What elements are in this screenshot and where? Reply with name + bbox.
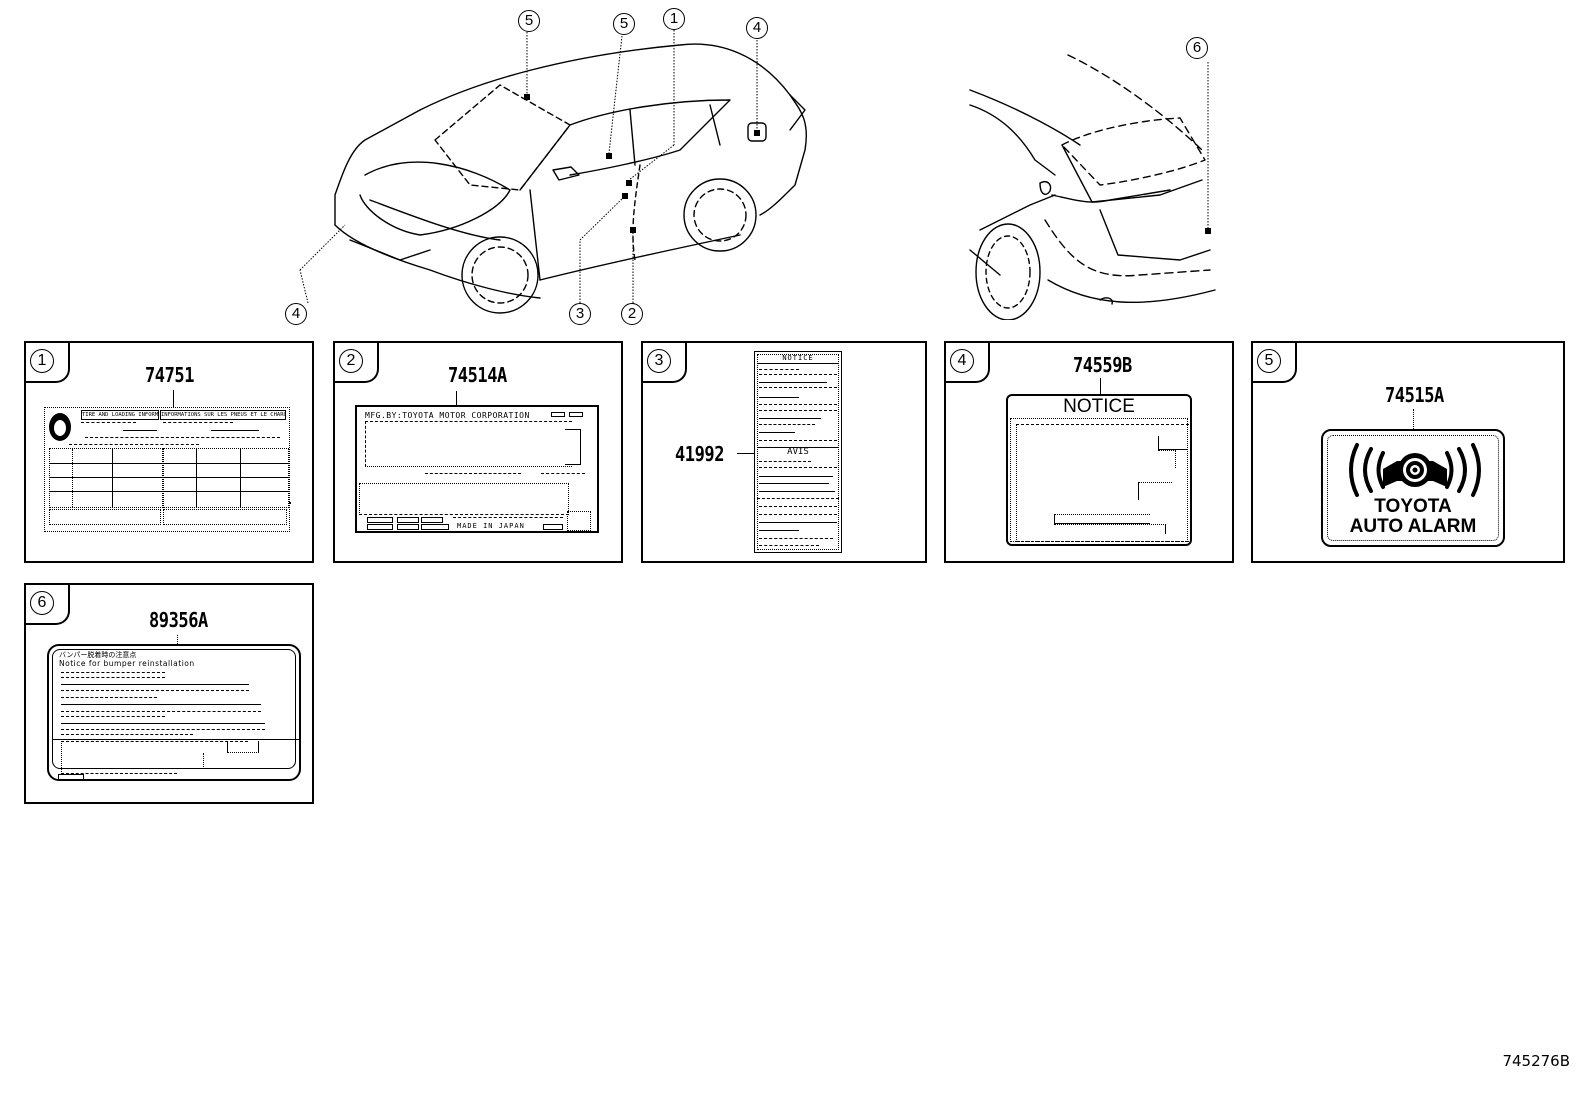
label-marker-4a <box>754 130 760 136</box>
tire-table-left <box>49 448 163 508</box>
leader-line <box>1413 409 1414 429</box>
bumper-diagram-area <box>61 741 248 772</box>
panel-number-badge: 1 <box>30 349 54 373</box>
label-panel-6[interactable]: 6 89356A バンパー脱着時の注意点 Notice for bumper r… <box>24 583 314 804</box>
alarm-label-line1: TOYOTA <box>1374 496 1452 517</box>
tire-label-header-left: TIRE AND LOADING INFORMATION <box>81 410 159 420</box>
notice-text-block <box>1016 424 1189 542</box>
panel-tab: 4 <box>944 341 990 383</box>
label-marker-5a <box>524 94 530 100</box>
part-number: 89356A <box>149 608 208 632</box>
callout-1-door-pillar[interactable]: 1 <box>663 8 685 30</box>
panel-number-badge: 3 <box>647 349 671 373</box>
leader-line <box>1100 378 1101 394</box>
label-marker-6 <box>1205 228 1211 234</box>
cert-data-block <box>365 421 572 467</box>
cert-lower-block <box>359 483 569 515</box>
part-number: 74751 <box>145 363 195 387</box>
notice-label-header: NOTICE <box>1063 396 1135 417</box>
bumper-notice-label: バンパー脱着時の注意点 Notice for bumper reinstalla… <box>47 644 301 781</box>
part-number: 74559B <box>1073 353 1132 377</box>
part-number: 41992 <box>675 442 725 466</box>
label-panel-4[interactable]: 4 74559B NOTICE <box>944 341 1234 563</box>
label-marker-1 <box>626 180 632 186</box>
cert-label-footer: MADE IN JAPAN <box>457 522 525 530</box>
label-panel-3[interactable]: 3 41992 NOTICE AVIS <box>641 341 927 563</box>
label-marker-2 <box>630 227 636 233</box>
panel-tab: 3 <box>641 341 687 383</box>
callout-2-lower-pillar[interactable]: 2 <box>621 303 643 325</box>
notice-header: NOTICE <box>782 354 814 362</box>
panel-number-badge: 4 <box>950 349 974 373</box>
label-panel-1[interactable]: 1 74751 TIRE AND LOADING INFORMATION INF… <box>24 341 314 563</box>
certification-label: MFG.BY:TOYOTA MOTOR CORPORATION MADE IN … <box>355 405 599 533</box>
bumper-label-title-jp: バンパー脱着時の注意点 <box>59 651 137 659</box>
diagram-reference-code: 745276B <box>1502 1052 1570 1070</box>
panel-tab: 5 <box>1251 341 1297 383</box>
callout-3-door-edge[interactable]: 3 <box>569 303 591 325</box>
bumper-label-title-en: Notice for bumper reinstallation <box>59 659 195 668</box>
label-marker-5b <box>606 153 612 159</box>
tire-table-right <box>163 448 289 508</box>
tire-loading-label: TIRE AND LOADING INFORMATION INFORMATION… <box>44 407 291 532</box>
part-number: 74514A <box>448 363 507 387</box>
cert-label-header: MFG.BY:TOYOTA MOTOR CORPORATION <box>365 411 530 420</box>
car-front-three-quarter-illustration <box>299 30 807 314</box>
leader-line <box>737 453 755 454</box>
callout-5-windshield[interactable]: 5 <box>518 10 540 32</box>
label-panel-5[interactable]: 5 74515A TOYOTA AUTO ALARM <box>1251 341 1565 563</box>
alarm-label: TOYOTA AUTO ALARM <box>1321 429 1505 547</box>
label-panel-2[interactable]: 2 74514A MFG.BY:TOYOTA MOTOR CORPORATION… <box>333 341 623 563</box>
leader-line <box>173 390 174 408</box>
leader-line <box>177 635 178 646</box>
alarm-siren-icon <box>1349 443 1481 497</box>
callout-5-door-glass[interactable]: 5 <box>613 13 635 35</box>
leader-line <box>456 391 457 405</box>
panel-number-badge: 2 <box>339 349 363 373</box>
alarm-label-line2: AUTO ALARM <box>1349 516 1477 537</box>
notice-label: NOTICE <box>1006 394 1192 546</box>
tire-label-header-right: INFORMATIONS SUR LES PNEUS ET LE CHARGEM… <box>160 410 286 420</box>
callout-4-fuel-door[interactable]: 4 <box>746 17 768 39</box>
car-rear-three-quarter-illustration <box>969 54 1216 320</box>
tire-icon <box>49 413 71 441</box>
panel-tab: 2 <box>333 341 379 383</box>
avis-header: AVIS <box>787 447 809 457</box>
panel-number-badge: 6 <box>30 591 54 615</box>
callout-4-hood[interactable]: 4 <box>285 303 307 325</box>
panel-tab: 1 <box>24 341 70 383</box>
label-marker-3 <box>622 193 628 199</box>
callout-6-rear-bumper[interactable]: 6 <box>1186 37 1208 59</box>
part-number: 74515A <box>1385 383 1444 407</box>
panel-number-badge: 5 <box>1257 349 1281 373</box>
panel-tab: 6 <box>24 583 70 625</box>
notice-avis-label: NOTICE AVIS <box>754 351 842 553</box>
